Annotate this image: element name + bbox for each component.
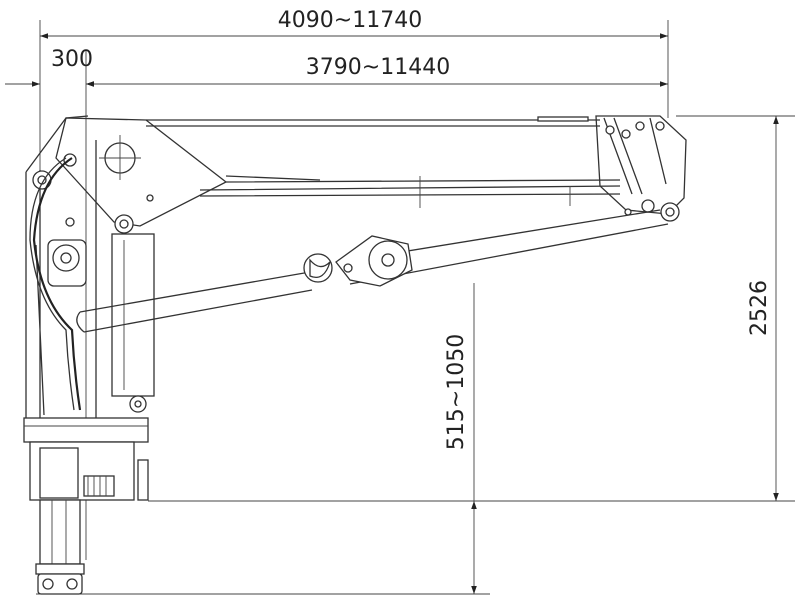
dimension-base-height-label: 515~1050 [444,334,469,450]
knuckle-boom [76,209,669,333]
lift-cylinder [111,233,155,397]
dimension-boom-reach-label: 3790~11440 [306,55,450,80]
dimension-overall-reach-label: 4090~11740 [278,8,422,33]
dimension-base-height: 515~1050 [36,283,490,595]
dimension-max-height-label: 2526 [747,280,772,336]
main-boom [146,115,687,222]
dimension-column-offset-label: 300 [51,47,93,72]
dimension-boom-reach: 3790~11440 [85,50,668,560]
dimension-overall-reach: 4090~11740 [39,8,669,170]
crane-base [23,417,149,595]
base-flange [23,417,149,443]
crane-column [25,115,228,420]
dimension-column-offset: 300 [5,47,120,87]
dimension-max-height: 2526 [148,115,795,502]
